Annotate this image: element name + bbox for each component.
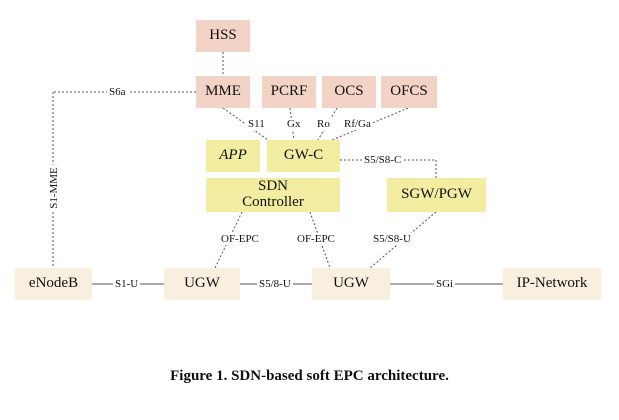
s11-link — [222, 107, 269, 141]
pcrf-node: PCRF — [262, 76, 316, 108]
s11-label: S11 — [246, 118, 267, 130]
sdn-controller-line1: SDN — [257, 178, 288, 195]
of-epc-label-1: OF-EPC — [219, 233, 261, 245]
ocs-node: OCS — [322, 76, 376, 108]
s1-mme-label: S1-MME — [47, 165, 60, 211]
enodeb-node: eNodeB — [15, 268, 92, 300]
ugw-node-2: UGW — [312, 268, 390, 300]
rf-ga-label: Rf/Ga — [342, 118, 373, 130]
s5-s8-c-label: S5/S8-C — [362, 154, 404, 166]
sgi-label: SGi — [434, 278, 456, 290]
ro-label: Ro — [315, 118, 332, 130]
app-node: APP — [206, 140, 260, 172]
sdn-controller-line2: Controller — [242, 194, 304, 210]
figure-caption: Figure 1. SDN-based soft EPC architectur… — [170, 368, 449, 384]
hss-node: HSS — [196, 20, 250, 52]
s5s8u-link — [369, 211, 437, 269]
s6a-label: S6a — [107, 86, 128, 98]
sdn-controller-node: SDN Controller — [206, 178, 340, 212]
ip-network-node: IP-Network — [503, 268, 601, 300]
gw-c-node: GW-C — [267, 140, 340, 172]
ugw-node-1: UGW — [164, 268, 240, 300]
s5-8-u-label: S5/8-U — [257, 278, 293, 290]
ofcs-node: OFCS — [381, 76, 437, 108]
of-epc-label-2: OF-EPC — [295, 233, 337, 245]
sgw-pgw-node: SGW/PGW — [387, 178, 486, 212]
s5-s8-u-label: S5/S8-U — [371, 233, 413, 245]
gx-label: Gx — [285, 118, 303, 130]
s1-u-label: S1-U — [113, 278, 141, 290]
mme-node: MME — [196, 76, 250, 108]
